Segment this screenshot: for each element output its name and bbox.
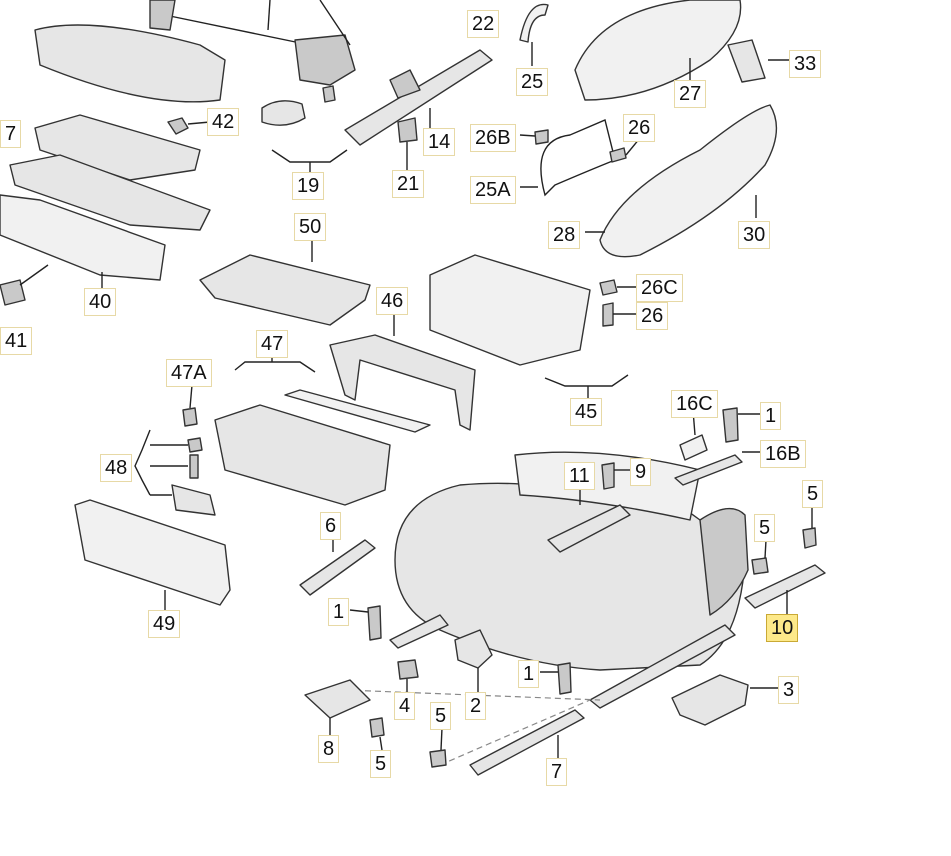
bolt-1b [367, 605, 382, 641]
callout-45: 45 [570, 398, 603, 426]
bolt-5a [751, 557, 769, 575]
callout-6: 6 [320, 512, 342, 540]
callout-5-right: 5 [802, 480, 824, 508]
callout-33: 33 [789, 50, 822, 78]
wire-25a [540, 119, 616, 197]
callout-10-highlighted: 10 [766, 614, 799, 642]
callout-26b: 26B [470, 124, 516, 152]
callout-2: 2 [465, 692, 487, 720]
slide-11 [547, 504, 631, 553]
callout-14: 14 [423, 128, 456, 156]
callout-42: 42 [207, 108, 240, 136]
callout-19: 19 [292, 172, 325, 200]
callout-9: 9 [630, 458, 652, 486]
screw-5c [369, 717, 385, 738]
clip-21 [397, 117, 418, 143]
cover-33 [727, 39, 766, 83]
callout-47: 47 [256, 330, 289, 358]
knob-19 [261, 100, 306, 126]
rear-seat-cushion [34, 24, 226, 103]
seat-frame-45 [429, 254, 591, 366]
callout-40: 40 [84, 288, 117, 316]
callout-16b: 16B [760, 440, 806, 468]
callout-47a: 47A [166, 359, 212, 387]
callout-21: 21 [392, 170, 425, 198]
lower-rail-left [389, 614, 449, 649]
callout-25: 25 [516, 68, 549, 96]
rail-7 [469, 709, 585, 776]
callout-26-lower: 26 [636, 302, 669, 330]
front-cover-49 [74, 499, 231, 606]
callout-26c: 26C [636, 274, 683, 302]
callout-30: 30 [738, 221, 771, 249]
bracket-46 [329, 334, 476, 431]
callout-5-left: 5 [430, 702, 452, 730]
callout-7-left-edge: 7 [0, 120, 22, 148]
tray-47 [214, 404, 391, 506]
side-panel-27 [574, 0, 742, 101]
pin-16c [679, 434, 708, 461]
clip-26c [599, 279, 618, 296]
side-panel-28 [599, 104, 778, 258]
mounting-plate [34, 114, 201, 181]
callout-5-bottom: 5 [370, 750, 392, 778]
lower-rail-right [589, 624, 736, 709]
callout-25a: 25A [470, 176, 516, 204]
callout-28: 28 [548, 221, 581, 249]
bolt-1a [722, 407, 739, 443]
cable-assembly [149, 0, 356, 86]
callout-41: 41 [0, 327, 33, 355]
support-bracket [9, 154, 211, 231]
callout-22: 22 [467, 10, 500, 38]
callout-26: 26 [623, 114, 656, 142]
callout-1-top: 1 [760, 402, 782, 430]
screw-47a [182, 407, 198, 427]
nut-42 [167, 117, 189, 135]
callout-3: 3 [778, 676, 800, 704]
callout-11: 11 [564, 462, 595, 490]
bushing-4 [397, 659, 419, 680]
callout-8: 8 [318, 735, 340, 763]
seat-rail-14 [344, 49, 493, 146]
front-trim-40 [0, 194, 166, 281]
bracket-16b [674, 454, 743, 486]
callout-48: 48 [100, 454, 133, 482]
adjuster-41 [0, 279, 26, 306]
callout-27: 27 [674, 80, 707, 108]
screw-5d [429, 749, 447, 768]
callout-49: 49 [148, 610, 181, 638]
cover-2 [454, 629, 493, 669]
callout-50: 50 [294, 213, 327, 241]
rail-6 [299, 539, 376, 596]
clip-25 [519, 3, 549, 43]
screw-9 [601, 462, 615, 490]
cover-50 [199, 254, 371, 326]
part-10 [744, 564, 826, 609]
callout-1-left: 1 [328, 598, 350, 626]
callout-46: 46 [376, 287, 409, 315]
callout-5-mid: 5 [754, 514, 776, 542]
callout-4: 4 [394, 692, 416, 720]
part-8 [304, 679, 371, 719]
callout-7: 7 [546, 758, 568, 786]
callout-16c: 16C [671, 390, 718, 418]
callout-1-bottom: 1 [518, 660, 540, 688]
bolt-1c [557, 662, 572, 695]
cover-3 [671, 674, 749, 726]
bolt-5b [802, 527, 817, 549]
